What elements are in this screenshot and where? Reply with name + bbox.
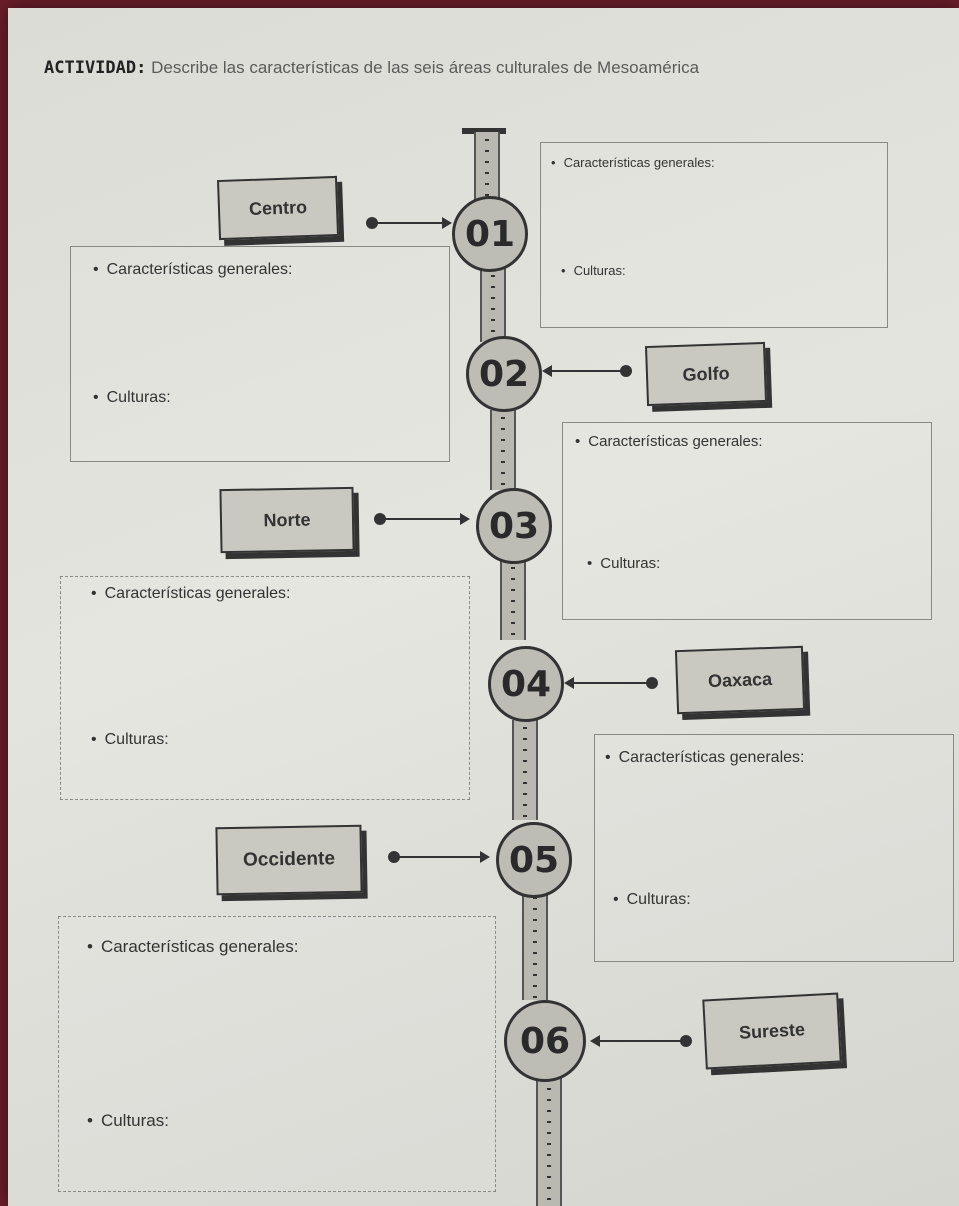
activity-label: ACTIVIDAD: [44,58,147,78]
connector-arrow [590,1035,692,1047]
area-tag-occidente: Occidente [215,824,363,896]
answer-box-area-05[interactable]: Características generales: Culturas: [58,916,496,1192]
answer-box-area-02[interactable]: Características generales: Culturas: [562,422,932,620]
arrow-head [564,677,574,689]
area-tag-norte: Norte [219,486,355,554]
timeline-spine [536,1070,562,1206]
area-name: Golfo [682,362,730,385]
area-tag-sureste: Sureste [702,992,842,1070]
area-number-badge: 06 [504,1000,586,1082]
characteristics-label: Características generales: [575,433,762,450]
cultures-label: Culturas: [87,1111,169,1131]
area-number: 03 [488,505,540,547]
connector-dot [680,1035,692,1047]
answer-box-area-04[interactable]: Características generales: Culturas: [594,734,954,962]
activity-instruction: Describe las características de las seis… [151,58,700,77]
area-name: Norte [263,509,311,530]
arrow-head [480,851,490,863]
timeline-spine [500,560,526,640]
characteristics-label: Características generales: [605,749,805,767]
area-number: 02 [478,353,530,395]
connector-dot [366,217,378,229]
cultures-label: Culturas: [587,555,660,572]
area-tag-golfo: Golfo [644,341,768,407]
area-name: Sureste [738,1018,806,1043]
characteristics-label: Características generales: [87,937,298,957]
answer-box-area-01-left[interactable]: Características generales: Culturas: [70,246,450,462]
arrow-head [442,217,452,229]
cultures-label: Culturas: [93,389,171,407]
arrow-head [542,365,552,377]
characteristics-label: Características generales: [551,155,715,170]
connector-dot [646,677,658,689]
area-number-badge: 02 [466,336,542,412]
activity-title: ACTIVIDAD: Describe las características … [44,58,904,78]
connector-arrow [374,513,470,525]
characteristics-label: Características generales: [91,585,291,603]
connector-arrow [564,677,658,689]
area-number-badge: 01 [452,196,528,272]
area-name: Oaxaca [707,668,773,691]
area-number: 01 [464,213,516,255]
arrow-head [590,1035,600,1047]
area-number: 06 [519,1020,571,1062]
answer-box-area-01[interactable]: Características generales: Culturas: [540,142,888,328]
connector-dot [620,365,632,377]
timeline-spine [512,720,538,820]
cultures-label: Culturas: [91,731,169,749]
area-number-badge: 05 [496,822,572,898]
area-number-badge: 03 [476,488,552,564]
connector-dot [388,851,400,863]
connector-dot [374,513,386,525]
connector-arrow [542,365,632,377]
connector-arrow [388,851,490,863]
timeline-top-cap [462,128,506,134]
area-number: 05 [508,839,560,881]
timeline-spine [490,410,516,490]
area-tag-centro: Centro [216,175,340,241]
timeline-spine [474,132,500,202]
connector-arrow [366,217,452,229]
area-number-badge: 04 [488,646,564,722]
cultures-label: Culturas: [561,263,626,278]
answer-box-area-03[interactable]: Características generales: Culturas: [60,576,470,800]
timeline-spine [480,268,506,342]
characteristics-label: Características generales: [93,261,293,279]
area-name: Occidente [242,848,336,871]
arrow-head [460,513,470,525]
area-number: 04 [500,663,552,705]
timeline-spine [522,890,548,1000]
area-name: Centro [248,196,308,219]
area-tag-oaxaca: Oaxaca [674,645,806,715]
cultures-label: Culturas: [613,891,691,909]
